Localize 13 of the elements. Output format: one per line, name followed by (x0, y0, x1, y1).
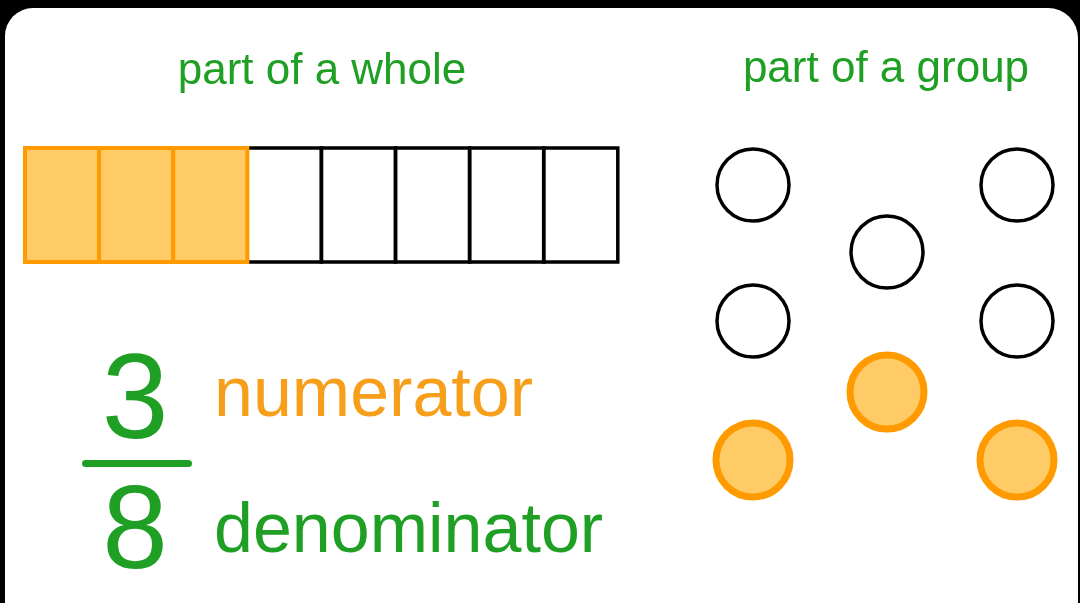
term-label: numerator (214, 357, 534, 427)
shaded-bar-part (171, 146, 250, 264)
term-label: denominator (214, 493, 604, 563)
empty-circle (979, 283, 1055, 359)
empty-circle (849, 214, 925, 290)
empty-circle (715, 147, 791, 223)
section-heading: part of a group (742, 45, 1030, 89)
empty-circle (715, 283, 791, 359)
section-heading: part of a whole (177, 47, 467, 91)
empty-circle (979, 147, 1055, 223)
empty-bar-part (541, 146, 620, 264)
numerator-digit: 3 (101, 336, 169, 456)
denominator-digit: 8 (102, 468, 168, 586)
